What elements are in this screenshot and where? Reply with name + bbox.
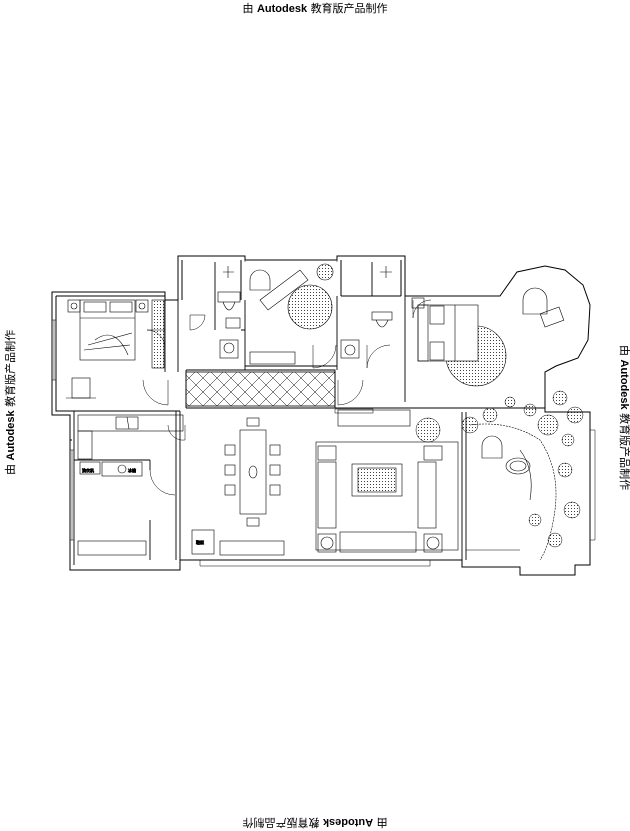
windows — [52, 256, 596, 567]
corridor-tile — [185, 371, 336, 407]
label-kitchen-appliance-1: 洗衣机 — [82, 467, 94, 473]
dining-furniture — [191, 417, 285, 556]
label-kitchen-appliance-2: 冰箱 — [128, 467, 136, 473]
balcony-features — [469, 423, 557, 561]
interior-walls — [70, 262, 546, 565]
doors — [142, 299, 432, 496]
watermark-top: 由 Autodesk 教育版产品制作 — [242, 2, 388, 15]
bathroom-1-fixtures — [217, 266, 241, 359]
living-furniture — [315, 409, 459, 553]
bedroom-left-furniture — [66, 299, 165, 399]
master-bedroom-furniture — [411, 287, 565, 387]
label-dining-cabinet: 鞋柜 — [196, 539, 204, 545]
kitchen-furniture — [77, 414, 184, 556]
plants — [415, 390, 584, 548]
bathroom-2-fixtures — [340, 266, 393, 359]
study-furniture — [249, 263, 334, 365]
